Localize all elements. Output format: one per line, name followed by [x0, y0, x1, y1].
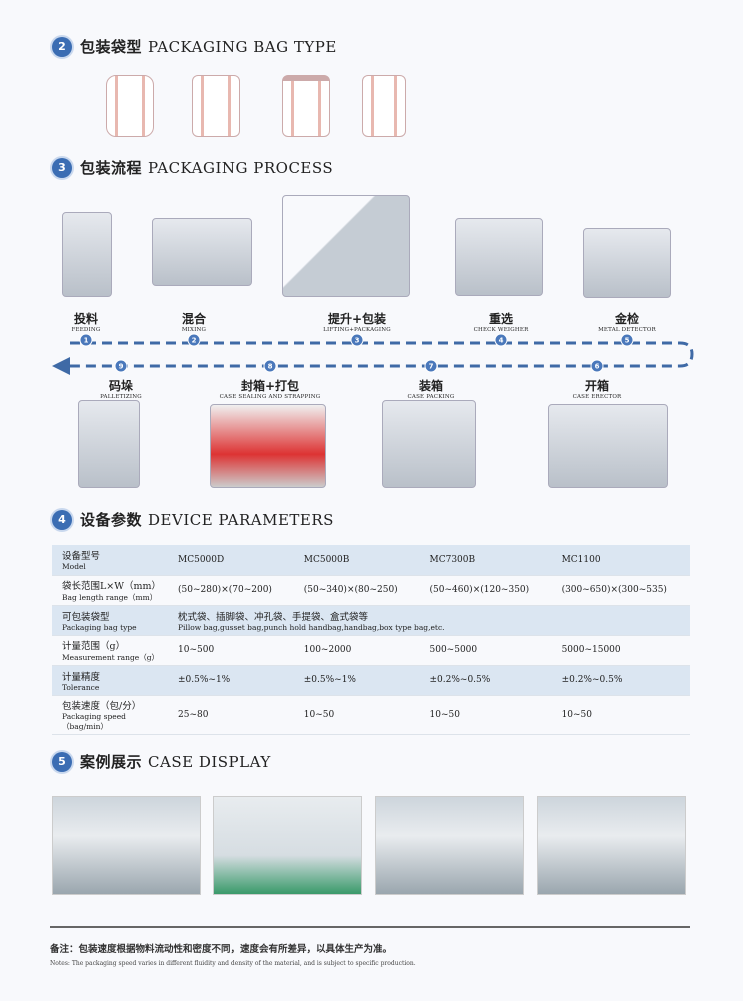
step-number-1: 1 — [79, 333, 93, 347]
notes-cn: 备注：包装速度根据物料流动性和密度不同，速度会有所差异，以具体生产为准。 — [50, 944, 393, 955]
case-photo-3 — [375, 796, 524, 895]
case-erector-image — [548, 404, 668, 488]
section-number-badge: 3 — [52, 157, 72, 178]
metal-detector-image — [583, 228, 671, 298]
case-sealing-machine-image — [210, 404, 326, 488]
feeding-machine-image — [62, 212, 112, 297]
table-row-bag-length: 袋长范围L×W（mm）Bag length range（mm） (50~280)… — [52, 575, 690, 606]
section-header-case-display: 5 案例展示 CASE DISPLAY — [52, 751, 271, 772]
case-photo-4 — [537, 796, 686, 895]
handbag-image — [362, 75, 406, 137]
step-number-8: 8 — [263, 359, 277, 373]
gusset-bag-image — [192, 75, 240, 137]
section-title-cn: 案例展示 — [80, 753, 143, 771]
section-title-cn: 包装袋型 — [80, 38, 143, 56]
punch-hole-bag-image — [282, 75, 330, 137]
step-number-4: 4 — [494, 333, 508, 347]
step-number-2: 2 — [187, 333, 201, 347]
case-packing-machine-image — [382, 400, 476, 488]
step-number-7: 7 — [424, 359, 438, 373]
section-title-en: CASE DISPLAY — [148, 753, 271, 771]
section-title-cn: 设备参数 — [80, 511, 143, 529]
check-weigher-image — [455, 218, 543, 296]
arrow-left-icon — [52, 357, 70, 375]
section-title-cn: 包装流程 — [80, 159, 143, 177]
section-header-parameters: 4 设备参数 DEVICE PARAMETERS — [52, 509, 334, 530]
section-title-en: DEVICE PARAMETERS — [148, 511, 334, 529]
case-photo-1 — [52, 796, 201, 895]
process-flow-line — [52, 341, 694, 375]
section-title-en: PACKAGING BAG TYPE — [148, 38, 337, 56]
section-number-badge: 5 — [52, 751, 72, 772]
footer-divider — [50, 926, 690, 928]
lifting-packaging-machine-image — [282, 195, 410, 297]
step-number-6: 6 — [590, 359, 604, 373]
step-number-5: 5 — [620, 333, 634, 347]
section-header-bag-type: 2 包装袋型 PACKAGING BAG TYPE — [52, 36, 337, 57]
palletizing-robot-image — [78, 400, 140, 488]
step-number-3: 3 — [350, 333, 364, 347]
pillow-bag-image — [106, 75, 154, 137]
section-header-process: 3 包装流程 PACKAGING PROCESS — [52, 157, 333, 178]
section-number-badge: 2 — [52, 36, 72, 57]
notes-en: Notes: The packaging speed varies in dif… — [50, 960, 416, 967]
section-number-badge: 4 — [52, 509, 72, 530]
mixer-machine-image — [152, 218, 252, 286]
case-photo-2 — [213, 796, 362, 895]
step-number-9: 9 — [114, 359, 128, 373]
section-title-en: PACKAGING PROCESS — [148, 159, 334, 177]
